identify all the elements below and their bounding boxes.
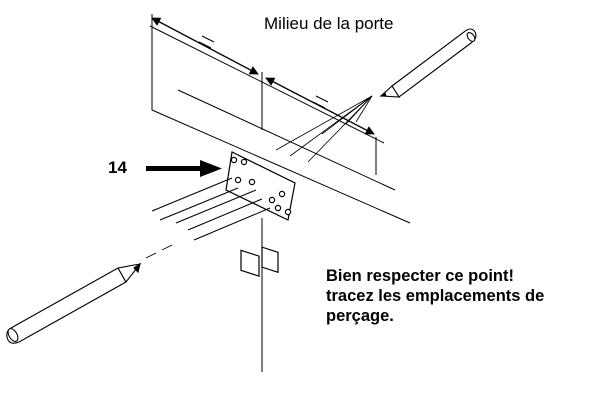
- bracket-guide-lines: [151, 177, 271, 241]
- pencil-marks: [275, 95, 373, 163]
- instruction-note: Bien respecter ce point! tracez les empl…: [326, 266, 544, 326]
- door-panel-midline: [177, 89, 396, 191]
- instruction-line: perçage.: [326, 307, 394, 325]
- pointer-arrow-icon: [146, 160, 222, 177]
- pencil-icon: [379, 28, 477, 98]
- instruction-line: tracez les emplacements de: [326, 287, 545, 305]
- door-center-label: Milieu de la porte: [264, 14, 394, 33]
- instruction-line: Bien respecter ce point!: [326, 267, 514, 285]
- projection-dashes: [145, 244, 173, 259]
- pencil-icon: [6, 262, 142, 344]
- hinge-bracket-icon: [225, 151, 296, 277]
- part-number-label: 14: [108, 158, 127, 177]
- dimension-arrow-left: [151, 17, 259, 75]
- door-panel-top-edge: [149, 25, 385, 144]
